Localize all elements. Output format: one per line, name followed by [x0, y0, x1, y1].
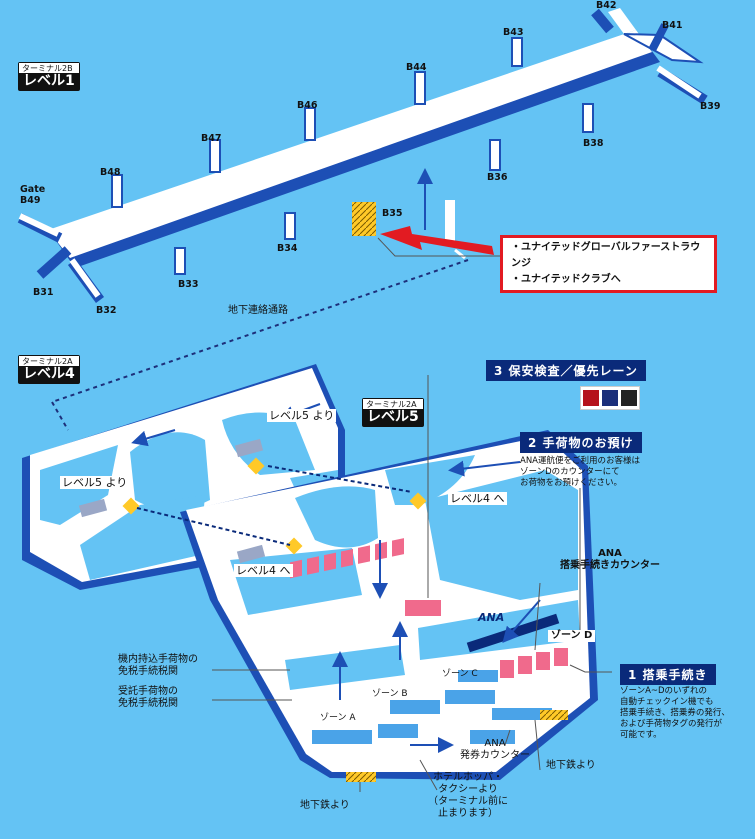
- lounge-callout: ・ユナイテッドグローバルファーストラウンジ ・ユナイテッドクラブへ: [500, 235, 717, 293]
- from-level5-label: レベル5 より: [60, 476, 130, 489]
- level-name: レベル5: [367, 409, 419, 425]
- gate-b46: B46: [297, 100, 318, 111]
- to-level4-label: レベル4 へ: [234, 564, 293, 577]
- priority-logos: [580, 386, 640, 410]
- level-name: レベル4: [23, 366, 75, 382]
- gate-b47: B47: [201, 133, 222, 144]
- kiosks: [312, 670, 552, 744]
- security-lanes: [290, 538, 441, 616]
- level-name: レベル1: [23, 73, 75, 89]
- gate-b48: B48: [100, 167, 121, 178]
- gate-b39: B39: [700, 101, 721, 112]
- gate-b32: B32: [96, 305, 117, 316]
- level-badge-2b: ターミナル2B レベル1: [18, 62, 80, 91]
- level-badge-2a-l5: ターミナル2A レベル5: [362, 398, 424, 427]
- from-level5-label: レベル5 より: [267, 409, 337, 422]
- gate-b31: B31: [33, 287, 54, 298]
- ana-ticket-counter-label: ANA 発券カウンター: [460, 738, 530, 761]
- gate-b49: B49: [20, 195, 41, 206]
- zone-a-label: ゾーン A: [320, 713, 356, 723]
- gate-b34: B34: [277, 243, 298, 254]
- terminal-name: ターミナル2B: [19, 63, 79, 73]
- arrow-icon: [380, 226, 494, 255]
- step-2-baggage: 2 手荷物のお預け: [520, 432, 642, 453]
- terminal-name: ターミナル2A: [19, 356, 79, 366]
- zone-c-label: ゾーン C: [442, 669, 478, 679]
- terminal-name: ターミナル2A: [363, 399, 423, 409]
- gate-word: Gate: [20, 184, 46, 195]
- ana-logo: ANA: [478, 611, 505, 624]
- gate-b36: B36: [487, 172, 508, 183]
- callout-line-2: ・ユナイテッドクラブへ: [511, 274, 621, 285]
- escalator-icon: [236, 544, 266, 564]
- escalator-icon: [78, 438, 264, 518]
- terminal-2a-level5: [180, 430, 598, 782]
- step-1-checkin: 1 搭乗手続き: [620, 664, 716, 685]
- underground-passage-label: 地下連絡通路: [228, 305, 288, 316]
- ana-checkin-counter-label: ANA 搭乗手続きカウンター: [560, 548, 660, 571]
- step-3-security: 3 保安検査／優先レーン: [486, 360, 646, 381]
- star-alliance-icon: [621, 390, 637, 406]
- gate-b41: B41: [662, 20, 683, 31]
- gate-b38: B38: [583, 138, 604, 149]
- subway-label-right: 地下鉄より: [546, 760, 596, 771]
- to-level4-label: レベル4 へ: [448, 492, 507, 505]
- checked-customs-label: 受託手荷物の 免税手続税関: [118, 686, 178, 709]
- gate-b33: B33: [178, 279, 199, 290]
- zone-d-counters: [500, 648, 568, 678]
- carry-on-customs-label: 機内持込手荷物の 免税手続税関: [118, 654, 198, 677]
- first-class-icon: [583, 390, 599, 406]
- zone-b-label: ゾーン B: [372, 689, 408, 699]
- gate-b42: B42: [596, 0, 617, 11]
- escalator-icon: [352, 202, 376, 236]
- callout-line-1: ・ユナイテッドグローバルファーストラウンジ: [511, 242, 701, 269]
- concourse-2b: [17, 8, 708, 303]
- underground-passage-line: [51, 259, 469, 403]
- level-badge-2a-l4: ターミナル2A レベル4: [18, 355, 80, 384]
- step-1-note: ゾーンA~Dのいずれの 自動チェックイン機でも 搭乗手続き、搭乗券の発行、 およ…: [620, 686, 730, 740]
- gate-b43: B43: [503, 27, 524, 38]
- escalator-icon: [346, 772, 376, 782]
- subway-label-left: 地下鉄より: [300, 800, 350, 811]
- business-class-icon: [602, 390, 618, 406]
- escalator-icon: [540, 710, 568, 720]
- gate-b35: B35: [382, 208, 403, 219]
- zone-d-label: ゾーン D: [548, 630, 596, 642]
- gate-b44: B44: [406, 62, 427, 73]
- hotel-taxi-label: ホテルホッパ・ タクシーより （ターミナル前に 止まります）: [428, 772, 508, 819]
- step-2-note: ANA運航便をご利用のお客様は ゾーンDのカウンターにて お荷物をお預けください…: [520, 456, 640, 488]
